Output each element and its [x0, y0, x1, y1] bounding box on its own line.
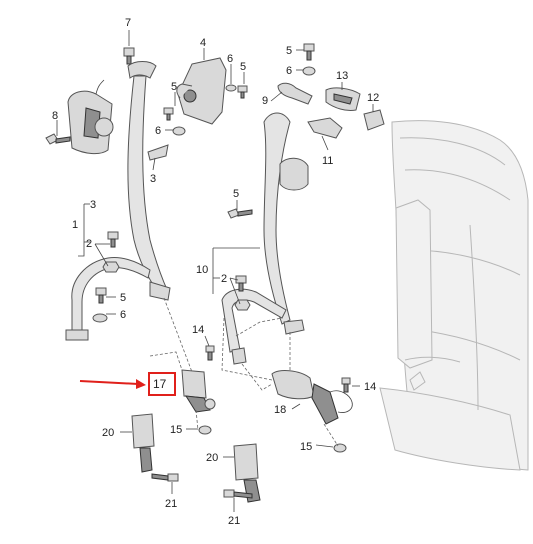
callout-5b: 5	[240, 61, 246, 73]
callout-11: 11	[322, 155, 333, 167]
buckle-20b-icon	[233, 443, 259, 481]
callout-4: 4	[200, 37, 206, 49]
callout-6c: 6	[155, 125, 161, 137]
assembly-lines	[149, 297, 339, 447]
callout-5d: 5	[233, 188, 239, 200]
callout-6a: 6	[227, 53, 233, 65]
bolt-5a-icon	[303, 43, 315, 52]
callout-17: 17	[153, 377, 167, 391]
buckle-17-icon	[181, 369, 207, 399]
clip-12-icon	[363, 109, 385, 131]
callout-2a: 2	[86, 238, 92, 250]
holder-11-icon	[307, 117, 343, 139]
left-belt-assembly	[45, 47, 171, 341]
callout-5a: 5	[286, 45, 292, 57]
callout-6d: 6	[120, 309, 126, 321]
callout-1: 1	[72, 219, 78, 231]
bolt-14a-icon	[205, 345, 215, 353]
belt-lower-loop	[71, 257, 151, 331]
washer-15b-icon	[333, 443, 347, 453]
callout-13: 13	[336, 70, 348, 82]
callout-21b: 21	[228, 515, 240, 527]
retractor-10-icon	[279, 157, 309, 191]
washer-6c-icon	[172, 126, 186, 136]
right-belt-assembly	[221, 112, 309, 365]
buckle-18-icon	[271, 370, 315, 400]
callout-5c: 5	[171, 81, 177, 93]
rear-seat-outline	[379, 120, 529, 471]
callout-5e: 5	[120, 292, 126, 304]
callout-15b: 15	[300, 441, 312, 453]
washer-6b-icon	[302, 66, 316, 76]
bolt-5e-icon	[95, 287, 107, 296]
callout-12: 12	[367, 92, 379, 104]
callout-21a: 21	[165, 498, 177, 510]
callout-15a: 15	[170, 424, 182, 436]
wire-bracket-9-icon	[277, 82, 313, 105]
washer-6d-icon	[92, 313, 108, 323]
callout-3b: 3	[90, 199, 96, 211]
trim-clip-icon	[147, 144, 169, 161]
bolt-5b-icon	[237, 85, 248, 93]
callout-14b: 14	[364, 381, 376, 393]
buckle-20a-icon	[131, 413, 155, 449]
callout-labels: 7 4 6 5 5 6 13 12 9 8 5 6 11 3 5 3 1 2 5…	[52, 17, 379, 527]
washer-6a-icon	[225, 84, 237, 92]
callout-9: 9	[262, 95, 268, 107]
callout-18: 18	[274, 404, 286, 416]
bolt-14b-icon	[341, 377, 351, 385]
callout-3a: 3	[150, 173, 156, 185]
bolt-21a-icon	[167, 473, 179, 482]
bolt-5d-icon	[227, 208, 240, 219]
buckle-parts	[131, 345, 353, 503]
highlight-arrowhead	[136, 379, 146, 389]
nut-icon	[102, 261, 120, 273]
bolt-2b-icon	[235, 275, 247, 284]
washer-15a-icon	[198, 425, 212, 435]
top-right-parts	[277, 43, 385, 139]
callout-10: 10	[196, 264, 208, 276]
bracket-4	[163, 57, 248, 136]
callout-2b: 2	[221, 273, 227, 285]
floor-anchor-plate	[65, 329, 89, 341]
belt-lower-loop-right	[221, 288, 287, 353]
bolt-2a-icon	[107, 231, 119, 240]
leader-lines	[56, 30, 374, 512]
highlight-part-17	[79, 372, 176, 396]
belt-strap-10	[263, 112, 291, 325]
bolt-5c-icon	[163, 107, 174, 115]
callout-8: 8	[52, 110, 58, 122]
callout-14a: 14	[192, 324, 204, 336]
highlight-box	[148, 372, 176, 396]
bolt-7-icon	[123, 47, 135, 57]
highlight-arrow	[79, 380, 139, 385]
callout-6b: 6	[286, 65, 292, 77]
callout-20a: 20	[102, 427, 114, 439]
bolt-21b-icon	[223, 489, 235, 498]
callout-20b: 20	[206, 452, 218, 464]
callout-7: 7	[125, 17, 131, 29]
